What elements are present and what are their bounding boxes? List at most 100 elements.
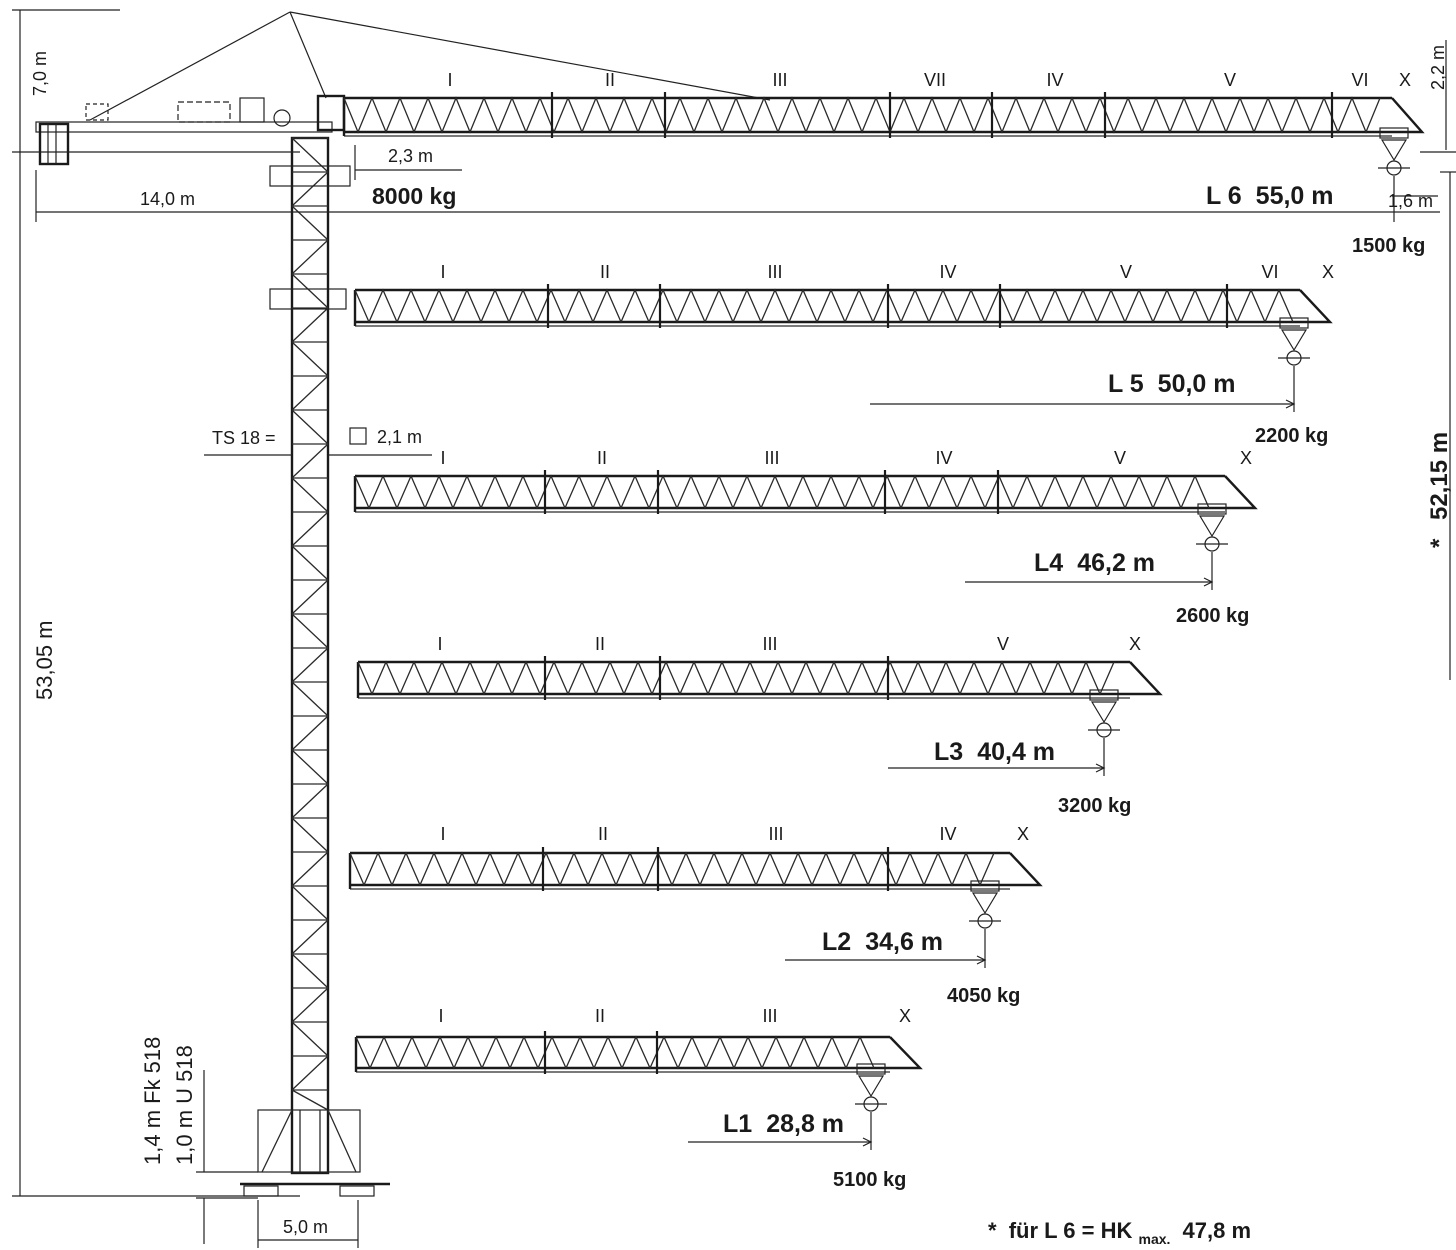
hook-block xyxy=(857,1075,885,1098)
trolley xyxy=(856,1063,886,1075)
tip-load-label: 3200 kg xyxy=(1058,795,1131,817)
top-structure: 7,0 m 53,05 m 14,0 m 2,3 m 8000 kg 2,2 m… xyxy=(12,9,1456,1197)
jib-radius-label: L 6 55,0 m xyxy=(1206,182,1334,210)
jib-segment-label: IV xyxy=(939,824,956,844)
jib-segment-label: I xyxy=(440,824,445,844)
jib-segment-label: IV xyxy=(1046,70,1063,90)
footnote-star: * xyxy=(988,1218,997,1243)
tie-bar-counterjib xyxy=(89,11,291,121)
jib-code: L 5 xyxy=(1108,370,1144,398)
jib-segment-label: III xyxy=(762,634,777,654)
slewing-motor xyxy=(273,109,291,127)
jib-code: L 6 xyxy=(1206,182,1242,210)
trolley xyxy=(1197,503,1227,515)
tie-bar-tower xyxy=(289,11,327,99)
hook-block xyxy=(1280,329,1308,352)
jib-length: 55,0 m xyxy=(1256,182,1334,210)
jib-radius-label: L 5 50,0 m xyxy=(1108,370,1236,398)
climbing-frame-top xyxy=(269,165,351,187)
tip-load-label: 4050 kg xyxy=(947,985,1020,1007)
counterjib-length-label: 14,0 m xyxy=(140,189,195,209)
tip-offset-label: 1,6 m xyxy=(1388,191,1433,211)
jib-segment-label: X xyxy=(1399,70,1411,90)
jib-segment-label: V xyxy=(1224,70,1236,90)
hoist-winch xyxy=(177,101,231,123)
jib-segment-label: III xyxy=(768,824,783,844)
jib-segment-label: V xyxy=(997,634,1009,654)
jib-segment-label: X xyxy=(1017,824,1029,844)
svg-text:* für L 6 = HK max: * für L 6 = HK max. 47,8 m xyxy=(988,1218,1251,1249)
jib-segment-label: I xyxy=(440,262,445,282)
jib-segment-label: II xyxy=(600,262,610,282)
jib-length: 40,4 m xyxy=(977,738,1055,766)
hook-block xyxy=(971,892,999,915)
hook-block xyxy=(1090,701,1118,724)
jib-lacing xyxy=(357,660,1115,696)
jib-segment-label: II xyxy=(598,824,608,844)
jib-segment-label: X xyxy=(1240,448,1252,468)
operator-cabin xyxy=(316,94,346,132)
jib-segment-label: VI xyxy=(1351,70,1368,90)
tip-height-label: 2,2 m xyxy=(1428,45,1448,90)
jib-segment-label: II xyxy=(597,448,607,468)
jib-segment-label: IV xyxy=(939,262,956,282)
trolley xyxy=(1089,689,1119,701)
square-section-icon xyxy=(349,427,367,445)
footnote-value: 47,8 m xyxy=(1183,1218,1252,1243)
jib-segment-label: I xyxy=(437,634,442,654)
jib-segment-label: I xyxy=(440,448,445,468)
jib-segment-label: X xyxy=(899,1006,911,1026)
jib-length: 28,8 m xyxy=(766,1110,844,1138)
jib-segment-label: III xyxy=(767,262,782,282)
anchor-labels: 1,4 m Fk 518 1,0 m U 518 5,0 m xyxy=(140,1037,359,1248)
tip-load-label: 2200 kg xyxy=(1255,425,1328,447)
jib-radius-label: L3 40,4 m xyxy=(934,738,1055,766)
jib-segment-label: II xyxy=(595,634,605,654)
jib-tip xyxy=(889,1036,923,1070)
anchor-fk-label: 1,4 m Fk 518 xyxy=(140,1037,165,1165)
jib-length: 50,0 m xyxy=(1158,370,1236,398)
hook-height-label: 52,15 m xyxy=(1426,432,1453,520)
climbing-frame-lower xyxy=(269,288,347,310)
jib-lacing xyxy=(343,96,1381,134)
anchor-u-label: 1,0 m U 518 xyxy=(172,1045,197,1165)
jib-code: L3 xyxy=(934,738,963,766)
total-height-label: 53,05 m xyxy=(32,621,57,701)
jib-tip xyxy=(1009,852,1043,887)
tie-bar-jib xyxy=(289,11,771,101)
jib-segment-label: II xyxy=(605,70,615,90)
jib-code: L4 xyxy=(1034,549,1063,577)
jib-segment-label: IV xyxy=(935,448,952,468)
jib-lacing xyxy=(349,851,995,887)
counterweight-block xyxy=(38,122,70,166)
jib-segment-label: X xyxy=(1322,262,1334,282)
jib-length: 34,6 m xyxy=(865,928,943,956)
jib-segment-label: I xyxy=(447,70,452,90)
trolley xyxy=(1379,127,1409,139)
jib-segment-label: I xyxy=(438,1006,443,1026)
mast-lacing xyxy=(291,137,329,1111)
jib-segment-label: V xyxy=(1114,448,1126,468)
jib-lacing xyxy=(354,474,1210,510)
jib-lacing xyxy=(354,288,1294,324)
jib-length: 46,2 m xyxy=(1077,549,1155,577)
switchgear-box xyxy=(239,97,265,123)
hook-height-star: * xyxy=(1426,538,1453,548)
jib-segment-label: V xyxy=(1120,262,1132,282)
jib-code: L1 xyxy=(723,1110,752,1138)
jib-tip xyxy=(1299,289,1333,324)
tip-load-label: 2600 kg xyxy=(1176,605,1249,627)
foundation-block-right xyxy=(339,1185,375,1197)
tower-base xyxy=(240,1109,390,1197)
jib-segment-label: II xyxy=(595,1006,605,1026)
foundation-block-left xyxy=(243,1185,279,1197)
footnote: * für L 6 = HK max. 47,8 m xyxy=(988,1218,1251,1249)
